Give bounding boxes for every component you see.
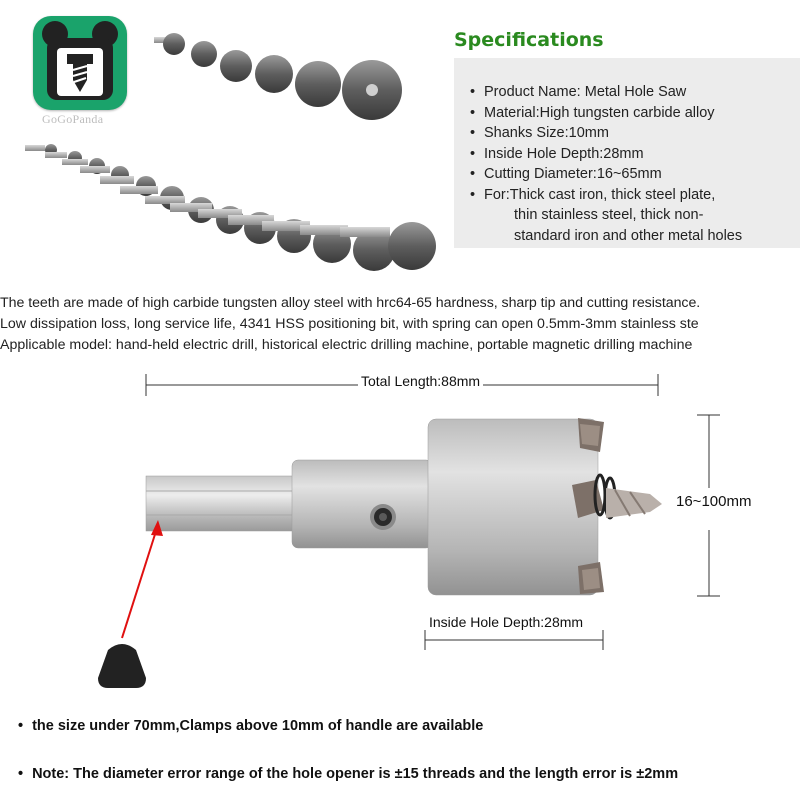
inside-depth-label: Inside Hole Depth:28mm <box>427 614 586 630</box>
spec-item: Inside Hole Depth:28mm <box>466 144 742 165</box>
spec-item: For:Thick cast iron, thick steel plate, <box>466 185 742 206</box>
spec-item-continuation: standard iron and other metal holes <box>514 227 743 244</box>
diameter-dimension <box>697 414 720 597</box>
spec-item: Shanks Size:10mm <box>466 123 742 144</box>
total-length-label: Total Length:88mm <box>358 373 484 389</box>
hex-shank-icon <box>98 644 146 688</box>
cutter-row-top <box>154 33 402 120</box>
shank-shape-arrow <box>121 520 163 639</box>
spec-item-continuation: thin stainless steel, thick non- <box>514 207 704 223</box>
product-description: The teeth are made of high carbide tungs… <box>0 293 800 356</box>
note-clamp-size: the size under 70mm,Clamps above 10mm of… <box>18 718 483 734</box>
specifications-list: Product Name: Metal Hole Saw Material:Hi… <box>466 82 742 246</box>
spec-item: Material:High tungsten carbide alloy <box>466 103 742 124</box>
specifications-title: Specifications <box>454 29 604 51</box>
panda-drill-icon <box>42 21 118 100</box>
hole-saw-set-illustration <box>25 33 436 271</box>
inside-depth-dimension <box>424 630 604 650</box>
brand-name: GoGoPanda <box>42 112 104 126</box>
product-photo: GoGoPanda <box>0 0 445 280</box>
description-line: Low dissipation loss, long service life,… <box>0 316 699 332</box>
spec-item: Cutting Diameter:16~65mm <box>466 164 742 185</box>
description-line: The teeth are made of high carbide tungs… <box>0 295 701 311</box>
cutter-row-bottom <box>25 144 436 271</box>
brand-logo <box>33 16 127 110</box>
dimension-diagram: Total Length:88mm 16~100mm Inside Hole D… <box>0 360 800 700</box>
hole-saw-diagram <box>98 374 720 688</box>
hole-saw-drawing <box>145 418 662 596</box>
spec-item: Product Name: Metal Hole Saw <box>466 82 742 103</box>
description-line: Applicable model: hand-held electric dri… <box>0 337 693 353</box>
note-tolerance: Note: The diameter error range of the ho… <box>18 766 678 782</box>
diameter-label: 16~100mm <box>674 493 754 510</box>
